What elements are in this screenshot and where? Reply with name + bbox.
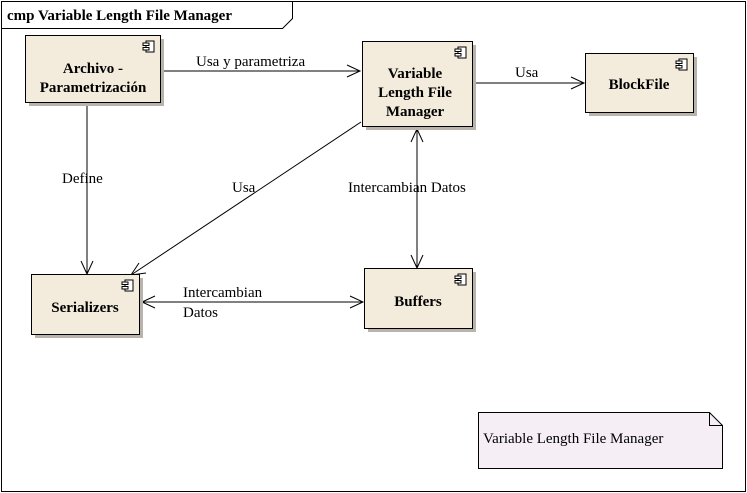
edge-label-usa-y-parametriza: Usa y parametriza: [196, 54, 305, 70]
component-label: Manager: [386, 104, 445, 120]
arrowhead-blockfile: [570, 76, 586, 90]
component-label: Archivo -: [63, 61, 123, 77]
component-label: Serializers: [51, 300, 119, 316]
component-buffers[interactable]: Buffers: [364, 268, 477, 333]
edge-label-define: Define: [62, 171, 103, 187]
arrowhead-buffers-right: [349, 295, 365, 309]
edge-label-usa-blockfile: Usa: [515, 65, 539, 81]
component-serializers[interactable]: Serializers: [31, 274, 144, 339]
edge-vlfm-serializers: [130, 121, 362, 276]
component-variable-length-file-manager[interactable]: Variable Length File Manager: [362, 41, 477, 131]
frame-title-tab: [1, 1, 293, 29]
component-label: Variable: [388, 66, 443, 82]
edge-label-intercambian: Intercambian: [183, 285, 263, 301]
component-label: Length File: [378, 85, 452, 101]
component-archivo-parametrizacion[interactable]: Archivo - Parametrización: [25, 35, 165, 107]
edge-label-usa-serializers: Usa: [232, 180, 256, 196]
note-text: Variable Length File Manager: [483, 431, 663, 447]
arrowhead-vlfm: [346, 64, 362, 78]
component-blockfile[interactable]: BlockFile: [585, 53, 698, 117]
note[interactable]: Variable Length File Manager: [478, 412, 723, 469]
frame-title: cmp Variable Length File Manager: [7, 8, 232, 24]
component-label: Buffers: [394, 294, 442, 310]
edge-label-datos: Datos: [183, 305, 218, 321]
component-label: Parametrización: [40, 80, 147, 96]
component-label: BlockFile: [609, 77, 670, 93]
edge-label-intercambian-datos: Intercambian Datos: [348, 180, 466, 196]
